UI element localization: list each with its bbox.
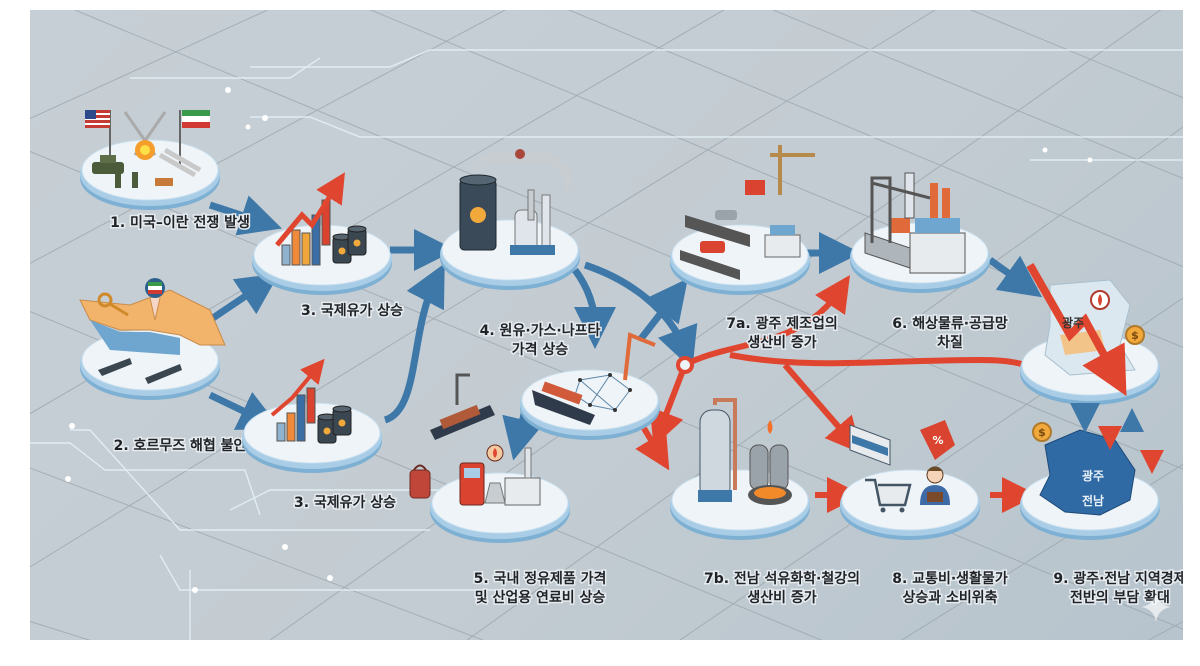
falling-arrow-icon	[1026, 263, 1127, 397]
pipeline-icon	[471, 153, 575, 192]
node-3a-label-text: 3. 국제유가 상승	[301, 303, 403, 319]
node-3b-oil-price	[241, 358, 383, 474]
node-6-maritime-logistics	[849, 172, 991, 294]
region-map-icon	[1039, 429, 1136, 516]
assembly-line-icon	[685, 215, 750, 247]
node-4-crude-gas-naphtha	[439, 149, 581, 291]
factory-icon	[504, 477, 541, 506]
node-7a-label-line1: 7a. 광주 제조업의	[726, 315, 838, 332]
svg-text:$: $	[1131, 329, 1139, 342]
map-label-gwangju: 광주	[1082, 468, 1104, 483]
sparkle-watermark-icon	[1141, 592, 1171, 622]
car-icon	[700, 241, 725, 253]
node-6-label-line2: 차질	[937, 335, 963, 351]
node-9-label-line2: 전반의 부담 확대	[1070, 589, 1170, 606]
node-1-label-text: 1. 미국–이란 전쟁 발생	[110, 214, 250, 231]
node-4-label-line1: 4. 원유·가스·나프타	[480, 323, 601, 339]
key-icon	[97, 292, 113, 308]
container-ship-icon	[532, 390, 595, 425]
tanker-ship-icon	[430, 373, 495, 440]
node-9-regional-economy: $	[1019, 403, 1164, 541]
node-8-label-line2: 상승과 소비위축	[902, 590, 997, 606]
node-2-hormuz	[79, 278, 226, 401]
node-5-label-line2: 및 산업용 연료비 상승	[475, 589, 606, 606]
crane-icon	[870, 176, 931, 243]
factory-icon	[764, 234, 801, 258]
flow-diagram: 1. 미국–이란 전쟁 발생 2. 호르무즈 해협 불안 3. 국제	[30, 10, 1183, 640]
node-4-label-line2: 가격 상승	[512, 341, 569, 358]
map-label-jeonnam: 전남	[1082, 493, 1104, 508]
smokestack-icon	[930, 183, 938, 218]
dollar-coin-icon	[1032, 422, 1052, 442]
node-6-label-line1: 6. 해상물류·공급망	[892, 315, 1008, 332]
tank-icon	[92, 162, 124, 174]
distillation-tower-icon	[699, 409, 731, 501]
node-7a-label-line2: 생산비 증가	[747, 334, 816, 351]
node-logistics-network	[519, 332, 661, 441]
node-1-war	[79, 110, 221, 211]
rising-arrow-icon	[275, 172, 345, 247]
node-7b-label-line1: 7b. 전남 석유화학·철강의	[704, 570, 860, 587]
node-3a-oil-price	[251, 172, 393, 296]
node-9-label-line1: 9. 광주·전남 지역경제	[1053, 570, 1183, 587]
map-label-gwangju-top: 광주	[1062, 315, 1084, 330]
dollar-coin-icon	[1125, 325, 1145, 345]
svg-text:$: $	[1038, 426, 1046, 439]
fuel-canister-icon	[409, 464, 431, 499]
node-5-label-line1: 5. 국내 정유제품 가격	[474, 570, 607, 587]
node-7b-jeonnam-petrochem-steel	[669, 398, 811, 541]
background-grid	[30, 10, 1183, 640]
soldier-icon	[115, 172, 121, 188]
node-8-transport-living-costs: %	[839, 420, 981, 541]
node-korea-map-decline: $	[1019, 263, 1161, 406]
node-7a-gwangju-manufacturing	[669, 145, 815, 296]
crane-icon	[770, 145, 815, 195]
warship-icon	[98, 358, 132, 376]
svg-text:%: %	[932, 434, 943, 447]
node-7b-label-line2: 생산비 증가	[747, 589, 816, 606]
us-flag-icon	[85, 110, 111, 165]
price-tag-icon	[920, 420, 955, 460]
container-icon	[745, 180, 765, 195]
node-5-domestic-fuel	[429, 444, 571, 544]
node-8-label-line1: 8. 교통비·생활물가	[892, 570, 1008, 587]
flame-icon	[767, 420, 773, 434]
shopping-cart-icon	[865, 478, 912, 507]
node-2-label-text: 2. 호르무즈 해협 불안	[114, 437, 247, 454]
port-crane-icon	[623, 332, 656, 381]
node-3b-label-text: 3. 국제유가 상승	[294, 495, 396, 511]
